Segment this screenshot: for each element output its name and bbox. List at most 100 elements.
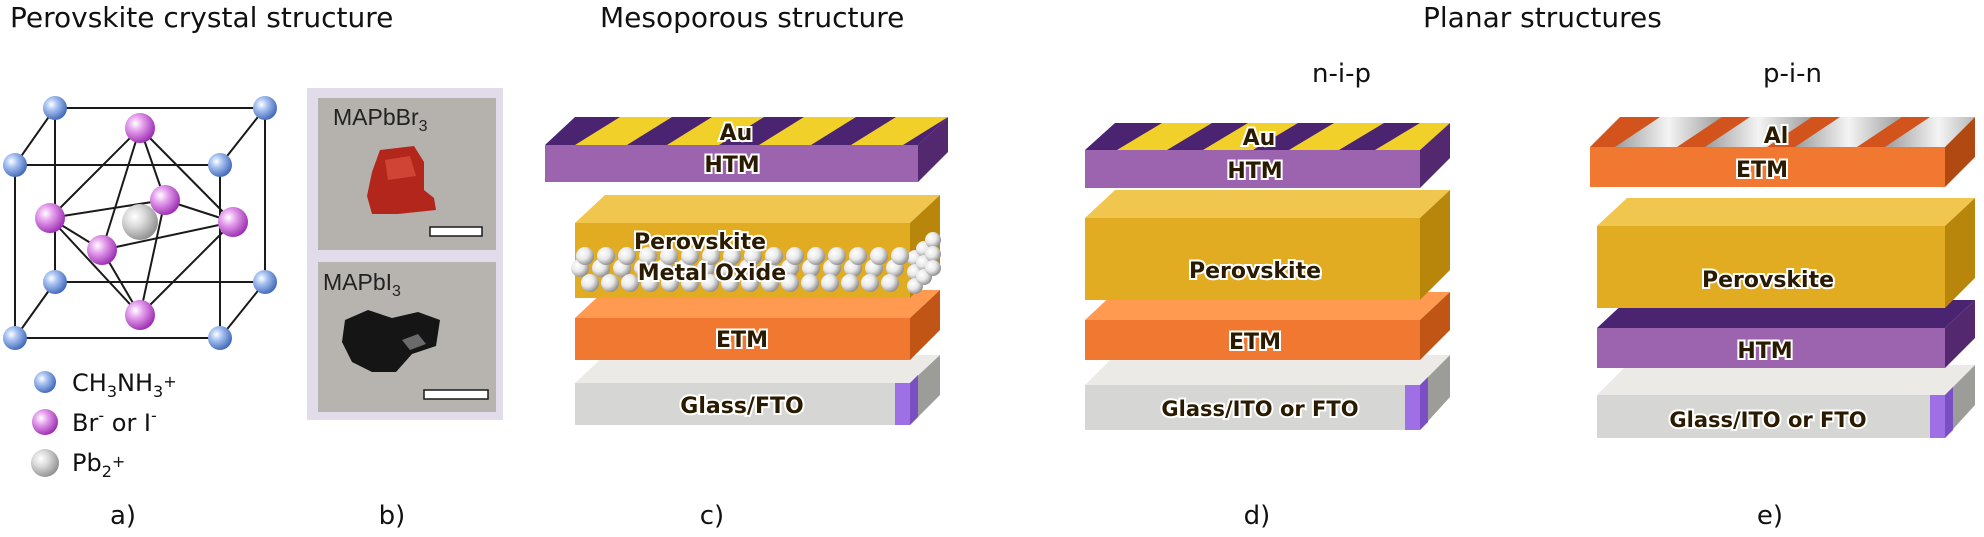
oxide-bead bbox=[861, 274, 879, 292]
lead-atom bbox=[122, 204, 158, 240]
perovskite-side bbox=[1945, 198, 1975, 308]
etm-side bbox=[910, 290, 940, 360]
mesoporous-stack: Glass/FTO ETM Perovskite Metal Oxide HTM… bbox=[545, 117, 948, 425]
aluminium-electrode-stripes bbox=[1615, 117, 1975, 147]
panel-label-c: c) bbox=[700, 501, 724, 531]
cation-atom bbox=[253, 96, 277, 120]
htm-label: HTM bbox=[1227, 159, 1282, 184]
oxide-bead bbox=[701, 274, 719, 292]
oxide-bead bbox=[925, 232, 941, 248]
crystal-structure-diagram bbox=[3, 96, 277, 350]
oxide-bead bbox=[639, 247, 657, 265]
oxide-bead bbox=[681, 247, 699, 265]
aluminium-stripe bbox=[1795, 117, 1902, 147]
oxide-bead bbox=[781, 274, 799, 292]
substrate-contact bbox=[895, 383, 910, 425]
halide-atom bbox=[125, 113, 155, 143]
oxide-bead bbox=[801, 274, 819, 292]
gold-stripe bbox=[851, 117, 948, 145]
gold-stripe bbox=[759, 117, 856, 145]
substrate-contact-side bbox=[1420, 377, 1428, 430]
substrate-contact bbox=[1405, 385, 1420, 430]
oxide-bead bbox=[870, 247, 888, 265]
oxide-bead bbox=[621, 274, 639, 292]
panel-label-b: b) bbox=[379, 501, 406, 531]
etm-side bbox=[1420, 292, 1450, 360]
cation-atom bbox=[43, 270, 67, 294]
metal-oxide-label: Metal Oxide bbox=[638, 261, 786, 286]
oxide-bead bbox=[601, 274, 619, 292]
substrate-top bbox=[1085, 355, 1450, 385]
cation-atom bbox=[3, 153, 27, 177]
mapbbr3-crystal bbox=[367, 146, 436, 214]
oxide-bead bbox=[661, 274, 679, 292]
substrate-front bbox=[1597, 395, 1945, 438]
legend-lead-label: Pb2+ bbox=[72, 449, 125, 481]
gold-stripe bbox=[575, 117, 672, 145]
substrate-label: Glass/FTO bbox=[680, 394, 803, 419]
nip-stack: Glass/ITO or FTO ETM Perovskite HTM Au bbox=[1085, 123, 1450, 430]
perovskite-label: Perovskite bbox=[634, 230, 766, 255]
oxide-bead bbox=[765, 247, 783, 265]
substrate-front bbox=[575, 383, 910, 425]
perovskite-top bbox=[1085, 190, 1450, 218]
halide-atom bbox=[218, 207, 248, 237]
oxide-bead bbox=[576, 247, 594, 265]
perovskite-label: Perovskite bbox=[1702, 268, 1834, 293]
electrode-label: Au bbox=[720, 121, 753, 146]
electrode-label: Au bbox=[1243, 126, 1276, 151]
substrate-contact-side bbox=[1945, 387, 1953, 438]
etm-label: ETM bbox=[1229, 330, 1281, 355]
etm-front bbox=[575, 318, 910, 360]
substrate-label: Glass/ITO or FTO bbox=[1161, 397, 1358, 421]
gold-stripe bbox=[1289, 123, 1384, 150]
oxide-bead bbox=[741, 274, 759, 292]
legend-cation-marker bbox=[34, 371, 56, 393]
title-nip: n-i-p bbox=[1312, 59, 1371, 89]
htm-label: HTM bbox=[704, 153, 759, 178]
perovskite-top bbox=[1597, 198, 1975, 226]
oxide-bead bbox=[925, 260, 941, 276]
substrate-front bbox=[1085, 385, 1420, 430]
legend-halide-label: Br- or I- bbox=[72, 406, 157, 437]
title-pin: p-i-n bbox=[1763, 59, 1822, 89]
panel-label-d: d) bbox=[1244, 501, 1271, 531]
substrate-contact bbox=[1930, 395, 1945, 438]
htm-label: HTM bbox=[1737, 339, 1792, 364]
halide-atom bbox=[35, 203, 65, 233]
oxide-bead bbox=[660, 247, 678, 265]
perovskite-front bbox=[1085, 218, 1420, 300]
oxide-bead bbox=[821, 274, 839, 292]
etm-label: ETM bbox=[716, 328, 768, 353]
oxide-bead bbox=[581, 274, 599, 292]
aluminium-stripe bbox=[1705, 117, 1812, 147]
halide-atom bbox=[87, 235, 117, 265]
halide-atom bbox=[125, 300, 155, 330]
oxide-bead bbox=[849, 247, 867, 265]
htm-front bbox=[1085, 150, 1420, 188]
oxide-bead bbox=[828, 247, 846, 265]
halide-atom bbox=[150, 185, 180, 215]
cation-atom bbox=[3, 326, 27, 350]
oxide-bead bbox=[641, 274, 659, 292]
substrate-top bbox=[1597, 365, 1975, 395]
htm-front bbox=[545, 145, 918, 182]
htm-front bbox=[1597, 328, 1945, 368]
oxide-bead bbox=[618, 247, 636, 265]
substrate-top bbox=[575, 355, 940, 383]
scale-bar bbox=[423, 389, 489, 400]
oxide-bead bbox=[881, 274, 899, 292]
oxide-bead bbox=[807, 247, 825, 265]
title-crystal-structure: Perovskite crystal structure bbox=[10, 1, 393, 34]
oxide-bead bbox=[681, 274, 699, 292]
substrate-label: Glass/ITO or FTO bbox=[1669, 408, 1866, 432]
perovskite-top bbox=[575, 195, 940, 223]
legend-cation-label: CH3NH3+ bbox=[72, 369, 177, 401]
perovskite-label: Perovskite bbox=[1189, 259, 1321, 284]
atom-legend: CH3NH3+ Br- or I- Pb2+ bbox=[31, 369, 177, 481]
etm-front bbox=[1590, 147, 1945, 187]
gold-stripe bbox=[1117, 123, 1212, 150]
mapbbr3-crystal-highlight bbox=[385, 156, 416, 180]
legend-halide-marker bbox=[32, 409, 58, 435]
